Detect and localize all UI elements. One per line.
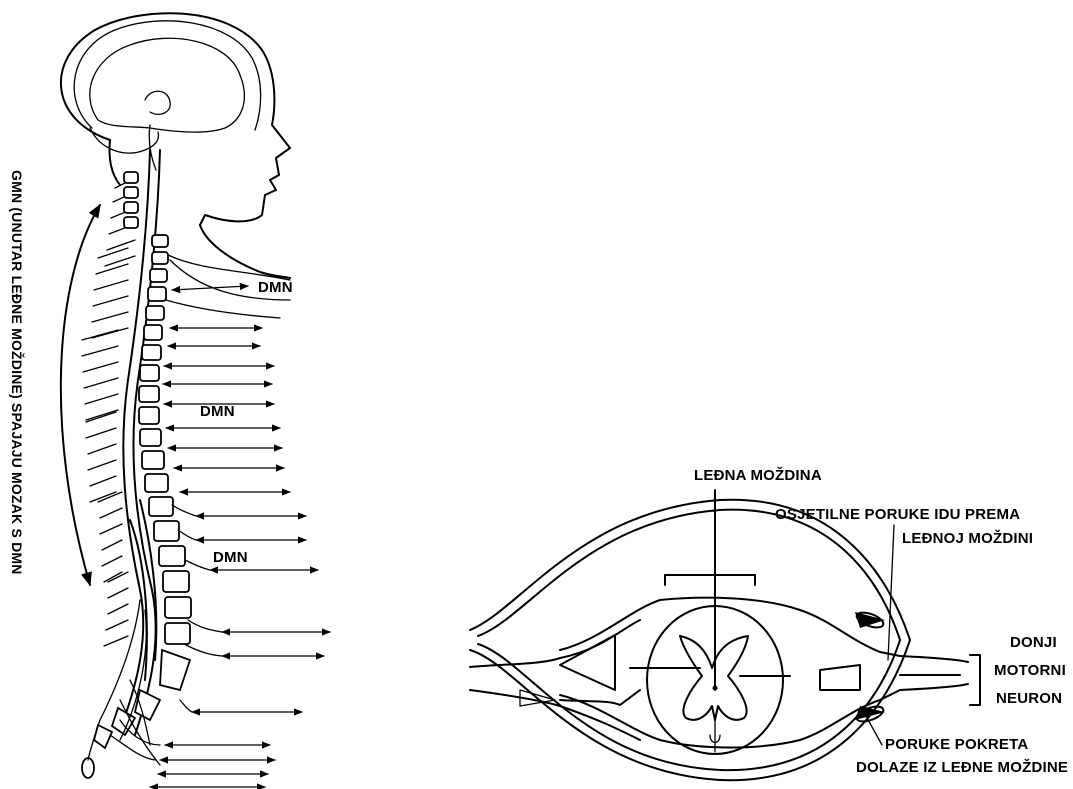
body-figure: DMN DMN DMN GMN (UNUTAR LEĐNE MOŽDINE) S… [9,13,330,787]
skull-inner [74,21,260,130]
label-gmn-vertical: GMN (UNUTAR LEĐNE MOŽDINE) SPAJAJU MOZAK… [9,170,26,575]
dmn-arrows [163,286,330,712]
label-osjetilne-2: LEĐNOJ MOŽDINI [902,529,1033,547]
label-dmn-mid: DMN [200,403,235,420]
neck-front [200,225,290,278]
label-motorni: MOTORNI [994,662,1066,679]
spinous-processes [82,178,135,646]
label-osjetilne-1: OSJETILNE PORUKE IDU PREMA [775,506,1020,523]
brain-fold [145,91,170,114]
brain-outline [90,38,245,132]
label-poruke-2: DOLAZE IZ LEĐNE MOŽDINE [856,758,1068,776]
brainstem [90,128,158,153]
bracket-right [970,655,980,705]
label-poruke-1: PORUKE POKRETA [885,736,1028,753]
spinal-cord-cross-section: LEĐNA MOŽDINA OSJETILNE PORUKE IDU PREMA… [470,466,1068,780]
neck-back [109,140,120,185]
label-dmn-top: DMN [258,279,293,296]
gmn-arrow [61,205,100,585]
vertebral-bodies [82,172,191,778]
label-neuron: NEURON [996,690,1062,707]
label-donji: DONJI [1010,634,1057,651]
label-dmn-low: DMN [213,549,248,566]
dmn-arrows-lower [110,720,275,787]
label-ledna-mozdina: LEĐNA MOŽDINA [694,466,822,484]
head-outline [61,13,290,225]
